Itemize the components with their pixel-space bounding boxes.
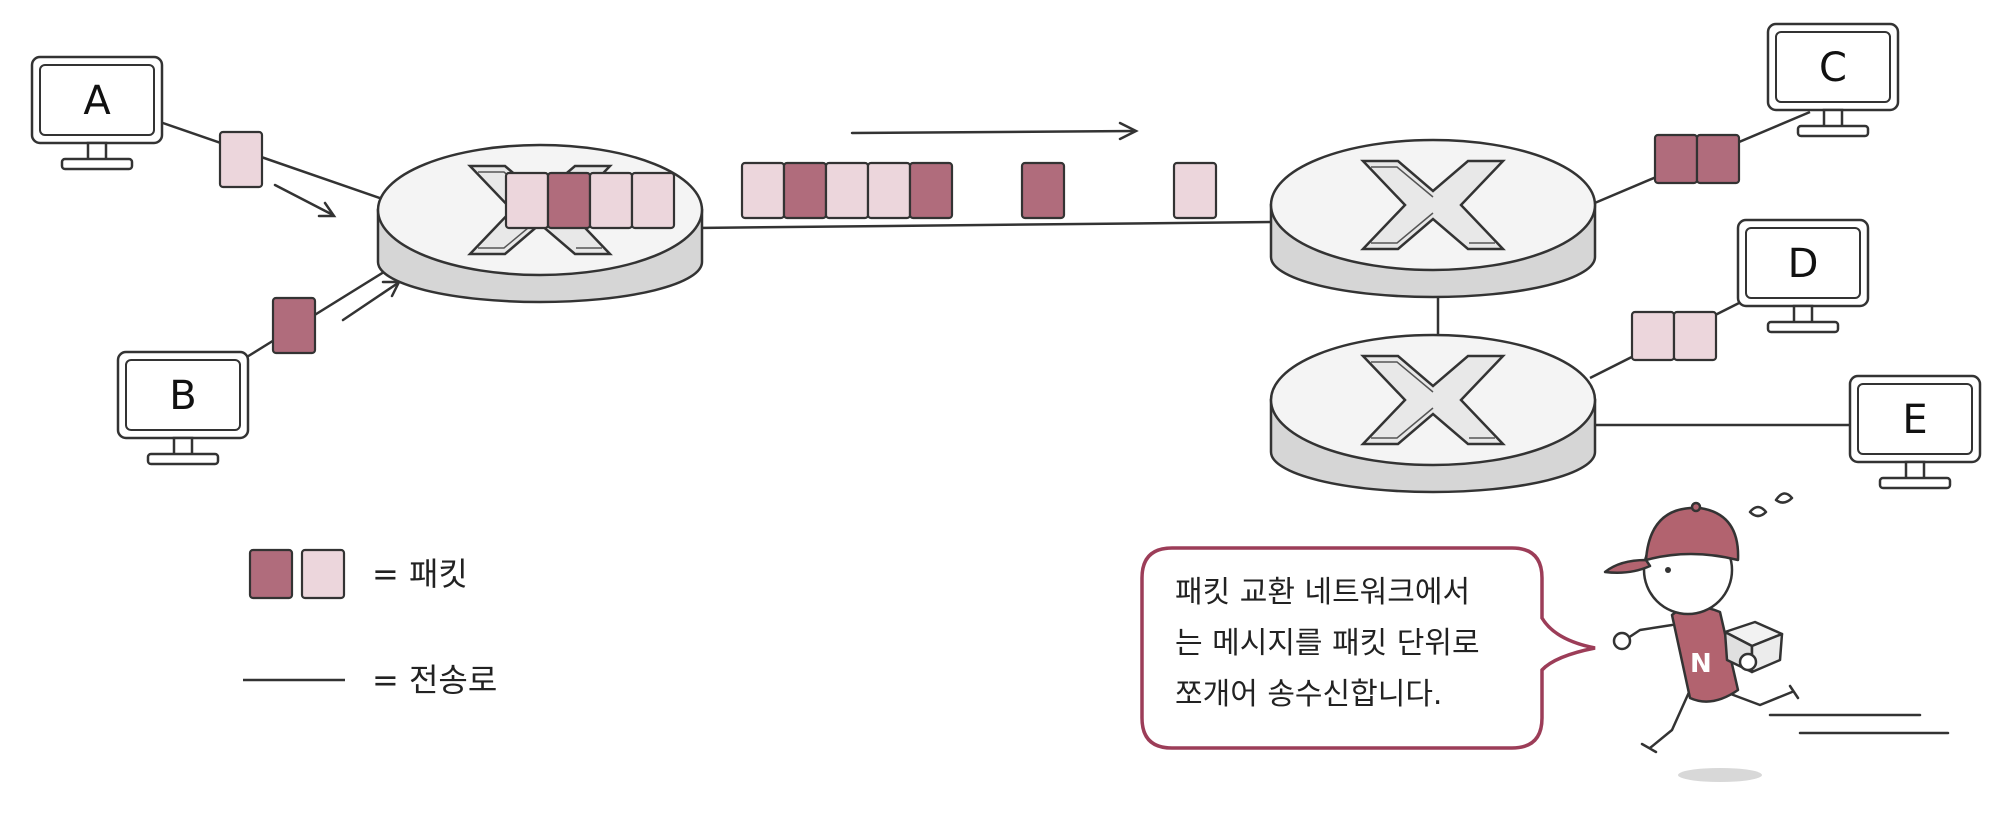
monitor-icon	[1766, 22, 1900, 138]
router-2	[1269, 138, 1597, 299]
packet-dark	[1695, 133, 1741, 185]
packet-dark	[546, 171, 592, 230]
packet-dark	[248, 548, 294, 600]
packet-light	[504, 171, 550, 230]
speech-bubble: 패킷 교환 네트워크에서 는 메시지를 패킷 단위로 쪼개어 송수신합니다.	[1140, 546, 1596, 750]
bubble-line-3: 쪼개어 송수신합니다.	[1175, 677, 1442, 712]
line-b-router1	[241, 260, 401, 362]
packets	[218, 130, 1741, 362]
packet-light	[740, 161, 786, 220]
router-icon	[1269, 333, 1597, 494]
computer-label: D	[1788, 241, 1819, 287]
packet-light	[1672, 310, 1718, 362]
legend-line-label: = 전송로	[372, 661, 497, 699]
packet-light	[218, 130, 264, 189]
router-3	[1269, 333, 1597, 494]
computer-label: E	[1902, 397, 1927, 443]
bubble-line-2: 는 메시지를 패킷 단위로	[1175, 626, 1480, 661]
packet-dark	[271, 296, 317, 355]
arrow-right-icon	[273, 183, 337, 218]
line-router1-router2	[694, 220, 1276, 230]
packet-light	[588, 171, 634, 230]
legend-packet-label: = 패킷	[372, 555, 468, 593]
monitor-icon	[1848, 374, 1982, 490]
bubble-line-1: 패킷 교환 네트워크에서	[1175, 575, 1470, 610]
courier-character-icon: N	[1603, 492, 1950, 782]
legend-packet-swatch	[248, 548, 346, 600]
monitor-icon	[116, 350, 250, 466]
packet-dark	[908, 161, 954, 220]
computer-label: B	[169, 373, 196, 419]
computer-label: C	[1819, 45, 1847, 91]
packet-light	[1172, 161, 1218, 220]
legend: = 패킷 = 전송로	[243, 548, 497, 699]
computer-a: A	[30, 55, 164, 171]
packet-light	[1630, 310, 1676, 362]
line-a-router1	[159, 120, 401, 207]
svg-text:N: N	[1690, 649, 1712, 679]
arrow-right-icon	[850, 121, 1139, 141]
computer-b: B	[116, 350, 250, 466]
computer-c: C	[1766, 22, 1900, 138]
packet-dark	[1653, 133, 1699, 185]
monitor-icon	[1736, 218, 1870, 334]
computer-e: E	[1848, 374, 1982, 490]
router-icon	[1269, 138, 1597, 299]
computer-label: A	[83, 78, 111, 124]
monitor-icon	[30, 55, 164, 171]
computer-d: D	[1736, 218, 1870, 334]
packet-light	[630, 171, 676, 230]
arrow-right-icon	[341, 280, 402, 322]
packet-dark	[782, 161, 828, 220]
packet-dark	[1020, 161, 1066, 220]
packet-light	[866, 161, 912, 220]
packet-light	[300, 548, 346, 600]
packet-light	[824, 161, 870, 220]
